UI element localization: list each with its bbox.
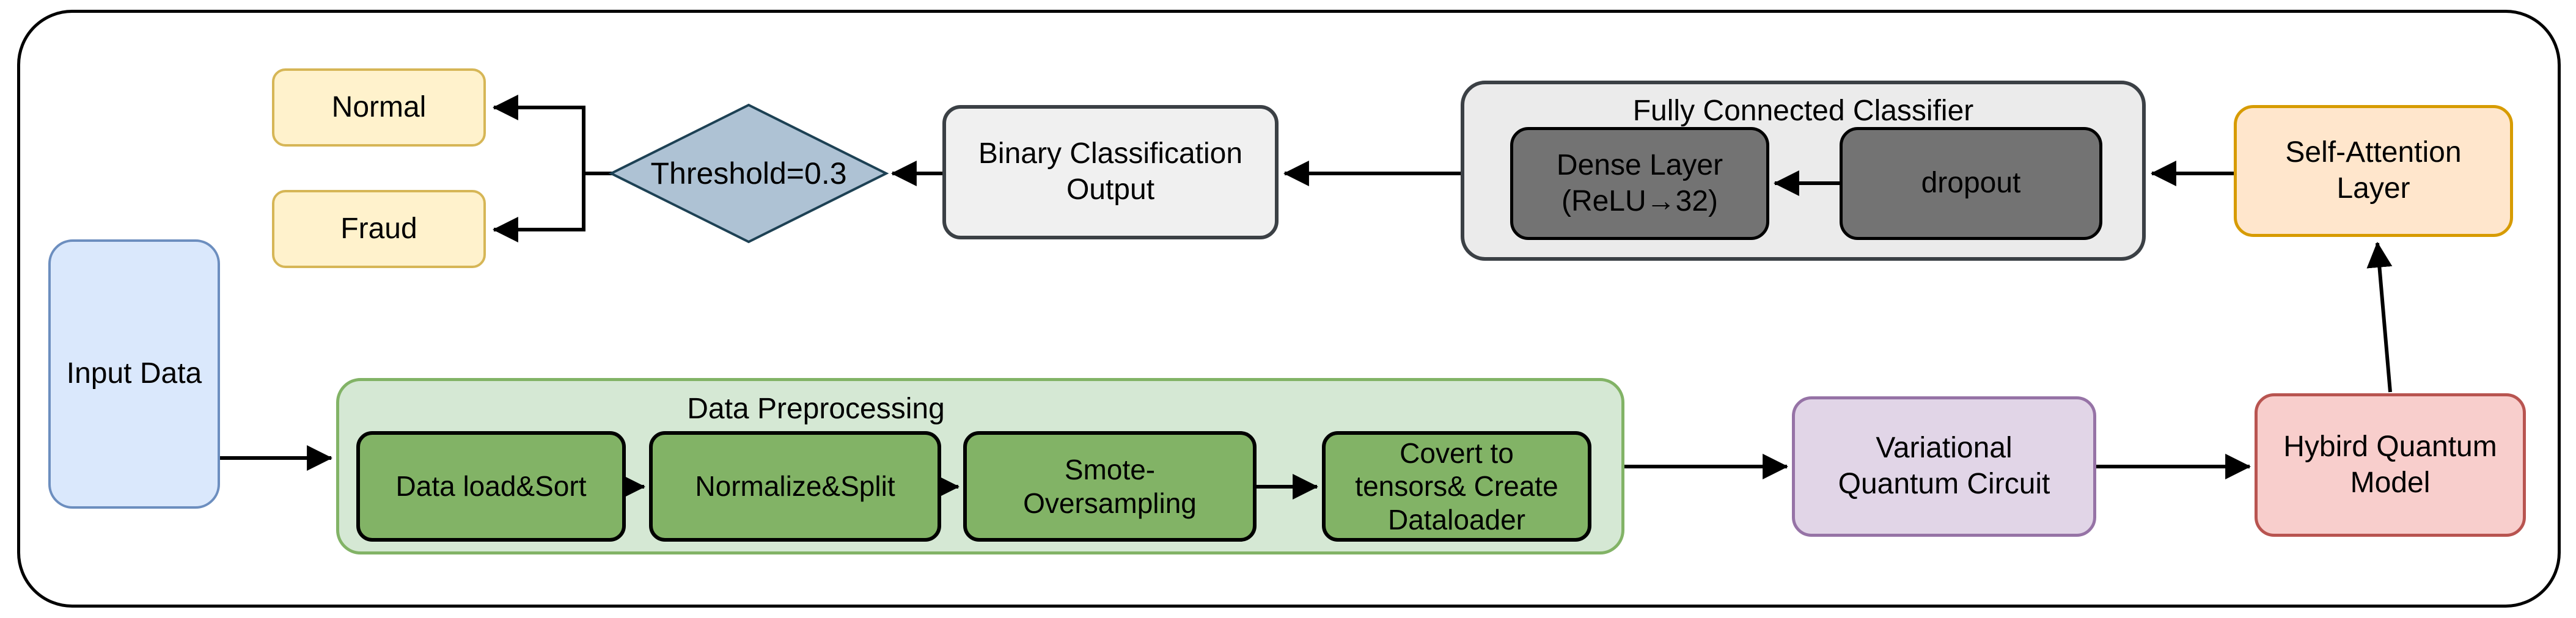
smote-oversampling-box: Smote- Oversampling <box>963 431 1257 542</box>
data-preprocessing-title: Data Preprocessing <box>687 393 945 425</box>
normalize-split-box: Normalize&Split <box>649 431 941 542</box>
self-attention-layer-box: Self-Attention Layer <box>2234 105 2513 237</box>
data-load-sort-box: Data load&Sort <box>356 431 626 542</box>
variational-quantum-circuit-box: Variational Quantum Circuit <box>1792 396 2096 537</box>
dense-layer-box: Dense Layer (ReLU→32) <box>1510 127 1769 240</box>
convert-tensors-dataloader-box: Covert to tensors& Create Dataloader <box>1322 431 1591 542</box>
fully-connected-classifier-title: Fully Connected Classifier <box>1632 95 1974 127</box>
dropout-box: dropout <box>1840 127 2102 240</box>
diagram-border <box>17 10 2561 608</box>
input-data-box: Input Data <box>48 239 220 509</box>
normal-box: Normal <box>272 68 486 147</box>
fraud-box: Fraud <box>272 190 486 268</box>
binary-classification-output-box: Binary Classification Output <box>942 105 1279 239</box>
hybrid-quantum-model-box: Hybird Quantum Model <box>2255 393 2526 537</box>
